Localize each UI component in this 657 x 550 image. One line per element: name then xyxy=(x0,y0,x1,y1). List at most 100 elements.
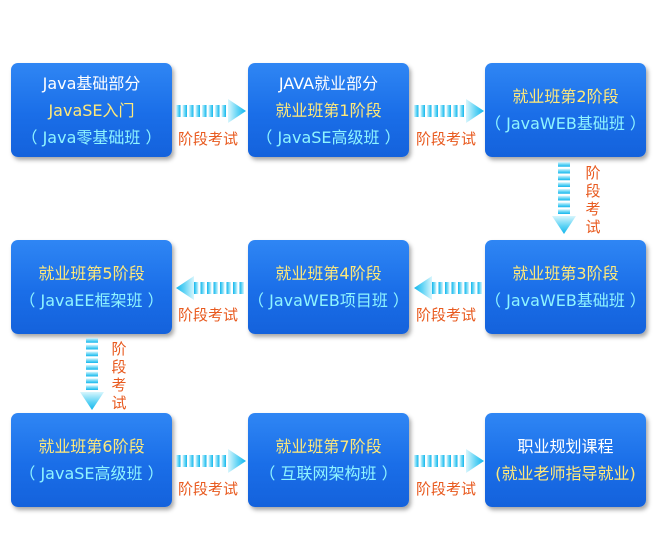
arrow-stripe xyxy=(427,105,432,117)
box-heading: Java基础部分 xyxy=(42,73,141,93)
arrow-stripe xyxy=(202,105,207,117)
arrow-stripe xyxy=(558,209,570,214)
arrow-stripe xyxy=(182,455,187,467)
arrow-stripe xyxy=(220,282,225,294)
arrow-stripe xyxy=(86,378,98,384)
arrow-label-stage-exam: 阶段考试 xyxy=(416,306,477,324)
label-char: 段 xyxy=(111,358,127,376)
arrow-stripe xyxy=(558,182,570,187)
arrow-stripe xyxy=(446,455,451,467)
arrow-stripe xyxy=(558,162,570,167)
arrow-label-stage-exam: 阶段考试 xyxy=(416,130,477,148)
arrow-stripe xyxy=(432,282,437,294)
box-class-name: （ JavaEE框架班 ） xyxy=(19,291,164,310)
stage-box-java-basics: Java基础部分 JavaSE入门 （ Java零基础班 ） xyxy=(11,63,172,157)
arrow-stripe xyxy=(440,105,445,117)
arrow-stripe xyxy=(226,282,231,294)
box-class-name: （ JavaWEB基础班 ） xyxy=(485,291,646,310)
arrow-stripe xyxy=(445,282,450,294)
arrow-stripe xyxy=(453,105,458,117)
box-stage-title: 就业班第1阶段 xyxy=(275,100,382,120)
arrow-stripe xyxy=(195,455,200,467)
arrow-stripe xyxy=(208,455,213,467)
box-stage-title: 就业班第4阶段 xyxy=(275,264,382,283)
label-char: 考 xyxy=(585,200,601,218)
box-stage-title: 就业班第7阶段 xyxy=(275,437,382,456)
stage-box-employment-stage-1: JAVA就业部分 就业班第1阶段 （ JavaSE高级班 ） xyxy=(248,63,409,157)
arrow-stripe xyxy=(215,105,220,117)
arrow-stripe xyxy=(200,282,205,294)
stage-box-employment-stage-2: 就业班第2阶段 （ JavaWEB基础班 ） xyxy=(485,63,646,157)
box-stage-title: 就业班第6阶段 xyxy=(38,437,145,456)
arrow-stripe xyxy=(239,282,244,294)
label-char: 试 xyxy=(111,394,127,412)
arrow-stripe xyxy=(86,338,98,343)
arrow-head xyxy=(552,216,576,234)
arrow-stripe xyxy=(420,455,425,467)
label-char: 考 xyxy=(111,376,127,394)
box-heading: 职业规划课程 xyxy=(517,437,614,456)
stage-box-employment-stage-6: 就业班第6阶段 （ JavaSE高级班 ） xyxy=(11,413,172,507)
label-char: 阶 xyxy=(111,340,127,358)
arrow-stripe xyxy=(86,351,98,357)
box-class-name: （ 互联网架构班 ） xyxy=(259,464,398,483)
arrow-stripe xyxy=(195,105,200,117)
stage-box-employment-stage-4: 就业班第4阶段 （ JavaWEB项目班 ） xyxy=(248,240,409,334)
arrow-label-stage-exam: 阶段考试 xyxy=(178,130,239,148)
right-arrow-icon xyxy=(176,449,246,473)
right-arrow-icon xyxy=(176,99,246,123)
arrow-stripe xyxy=(86,344,98,350)
arrow-head xyxy=(228,99,246,123)
right-arrow-icon xyxy=(414,99,484,123)
down-arrow-icon xyxy=(80,338,104,410)
arrow-stripe xyxy=(86,385,98,390)
box-stage-title: 就业班第5阶段 xyxy=(38,264,145,283)
arrow-stripe xyxy=(558,168,570,174)
arrow-stripe xyxy=(194,282,199,294)
box-heading: JAVA就业部分 xyxy=(278,73,379,93)
arrow-stripe xyxy=(86,371,98,377)
left-arrow-icon xyxy=(414,276,482,300)
label-char: 段 xyxy=(585,182,601,200)
arrow-label-stage-exam: 阶段考试 xyxy=(178,306,239,324)
arrow-stripe xyxy=(558,175,570,181)
arrow-stripe xyxy=(176,455,181,467)
arrow-head xyxy=(466,449,484,473)
arrow-stripe xyxy=(221,105,226,117)
stage-box-employment-stage-3: 就业班第3阶段 （ JavaWEB基础班 ） xyxy=(485,240,646,334)
arrow-stripe xyxy=(477,282,482,294)
arrow-stripe xyxy=(438,282,443,294)
arrow-head xyxy=(414,276,432,300)
box-class-name: （ JavaSE高级班 ） xyxy=(256,127,401,147)
stage-box-career-planning: 职业规划课程 (就业老师指导就业) xyxy=(485,413,646,507)
arrow-stripe xyxy=(458,282,463,294)
arrow-stripe xyxy=(446,105,451,117)
arrow-stripe xyxy=(208,105,213,117)
arrow-stripe xyxy=(414,455,419,467)
label-char: 阶 xyxy=(585,164,601,182)
arrow-stripe xyxy=(451,282,456,294)
arrow-stripe xyxy=(207,282,212,294)
arrow-label-stage-exam-vertical: 阶 段 考 试 xyxy=(584,164,602,236)
stage-box-employment-stage-5: 就业班第5阶段 （ JavaEE框架班 ） xyxy=(11,240,172,334)
arrow-stripe xyxy=(189,105,194,117)
arrow-stripe xyxy=(420,105,425,117)
arrow-stripe xyxy=(459,105,464,117)
arrow-stripe xyxy=(233,282,238,294)
arrow-stripe xyxy=(221,455,226,467)
down-arrow-icon xyxy=(552,162,576,234)
box-class-name: （ Java零基础班 ） xyxy=(21,127,162,147)
arrow-stripe xyxy=(558,202,570,208)
arrow-stripe xyxy=(202,455,207,467)
arrow-head xyxy=(228,449,246,473)
arrow-head xyxy=(176,276,194,300)
arrow-stripe xyxy=(558,195,570,201)
box-class-name: （ JavaWEB基础班 ） xyxy=(485,114,646,133)
arrow-head xyxy=(466,99,484,123)
arrow-stripe xyxy=(213,282,218,294)
right-arrow-icon xyxy=(414,449,484,473)
stage-box-employment-stage-7: 就业班第7阶段 （ 互联网架构班 ） xyxy=(248,413,409,507)
arrow-stripe xyxy=(453,455,458,467)
arrow-stripe xyxy=(215,455,220,467)
